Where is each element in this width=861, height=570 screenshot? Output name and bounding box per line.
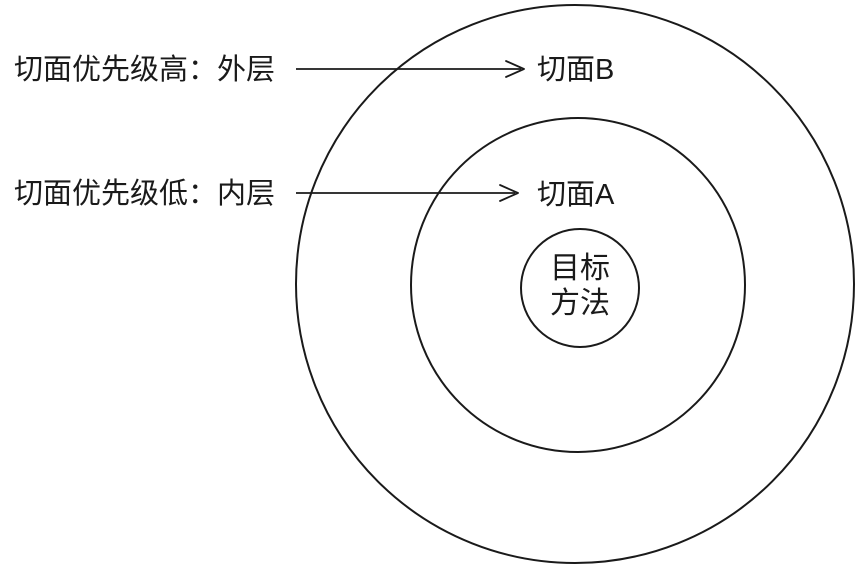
outer-circle-aspect-b	[295, 4, 855, 564]
arrow-priority-high-head-icon	[505, 60, 525, 78]
label-target-method-line2: 方法	[550, 287, 610, 320]
middle-circle-aspect-a	[410, 117, 746, 453]
arrow-priority-high	[296, 60, 525, 78]
arrow-priority-low-head-icon	[499, 184, 519, 202]
arrow-priority-low	[296, 184, 519, 202]
label-target-method-line1: 目标	[550, 252, 610, 285]
label-aspect-a: 切面A	[537, 179, 615, 211]
annotation-priority-high: 切面优先级高：外层	[14, 53, 275, 86]
label-aspect-b: 切面B	[537, 54, 614, 86]
inner-circle-target-method	[520, 228, 640, 348]
annotation-priority-low: 切面优先级低：内层	[14, 177, 275, 210]
